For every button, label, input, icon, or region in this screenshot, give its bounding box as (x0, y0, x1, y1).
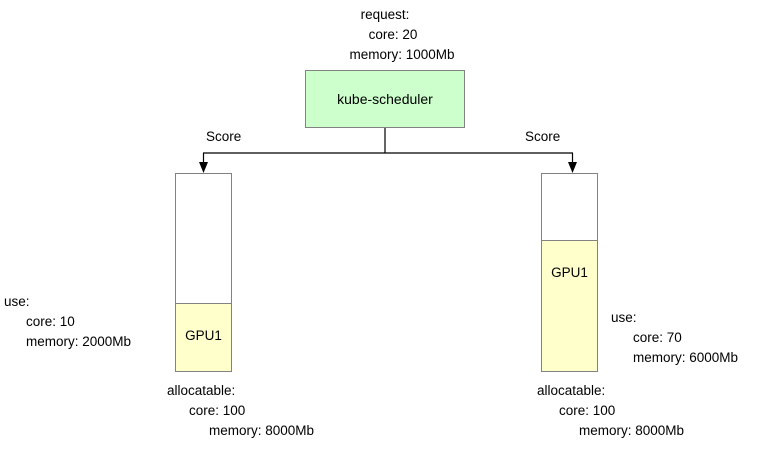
allocatable-block-left: allocatable: core: 100 memory: 8000Mb (167, 381, 314, 441)
node-used-fill-right: GPU1 (542, 240, 597, 371)
allocatable-core-right: core: 100 (559, 403, 616, 418)
use-memory-right: memory: 6000Mb (633, 350, 739, 365)
request-memory: memory: 1000Mb (349, 47, 455, 62)
use-title-left: use: (4, 294, 30, 309)
request-title: request: (360, 7, 410, 22)
request-core: core: 20 (368, 27, 418, 42)
allocatable-block-right: allocatable: core: 100 memory: 8000Mb (537, 381, 684, 441)
edge-label-score-left: Score (206, 129, 242, 144)
allocatable-memory-left: memory: 8000Mb (209, 423, 315, 438)
allocatable-title-left: allocatable: (167, 383, 236, 398)
use-title-right: use: (611, 310, 637, 325)
allocatable-core-left: core: 100 (189, 403, 246, 418)
use-block-left: use: core: 10 memory: 2000Mb (4, 292, 131, 352)
use-core-right: core: 70 (633, 330, 682, 345)
edge-label-score-right: Score (525, 129, 561, 144)
node-used-fill-left: GPU1 (176, 303, 231, 371)
allocatable-memory-right: memory: 8000Mb (579, 423, 685, 438)
use-memory-left: memory: 2000Mb (26, 334, 132, 349)
node-label-left: GPU1 (185, 328, 222, 343)
use-core-left: core: 10 (26, 314, 75, 329)
use-block-right: use: core: 70 memory: 6000Mb (611, 308, 738, 368)
node-bar-left[interactable]: GPU1 (175, 173, 232, 372)
request-spec-block: request: core: 20 memory: 1000Mb (270, 5, 500, 65)
kube-scheduler-label: kube-scheduler (337, 91, 433, 107)
kube-scheduler-box[interactable]: kube-scheduler (305, 70, 465, 128)
node-bar-right[interactable]: GPU1 (541, 173, 598, 372)
node-label-right: GPU1 (551, 265, 588, 280)
allocatable-title-right: allocatable: (537, 383, 606, 398)
